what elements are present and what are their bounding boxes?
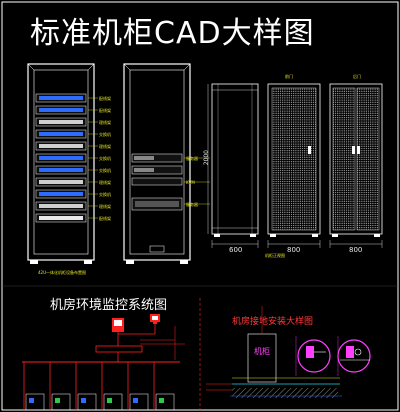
rack-rear-view xyxy=(123,63,210,264)
rack-unit-face xyxy=(39,120,83,124)
cabinet-front-door xyxy=(267,83,321,248)
rack-unit-face xyxy=(39,156,83,160)
monitor-node-box xyxy=(77,393,97,411)
monitoring-system-diagram xyxy=(22,314,185,411)
rack-unit-label: 配线架 xyxy=(99,216,111,221)
server-icon xyxy=(112,318,124,332)
rack-unit-face xyxy=(39,108,83,112)
rack-unit-label: 理线架 xyxy=(99,144,111,149)
rack-unit-label: 配线架 xyxy=(99,96,111,101)
sensor-icon xyxy=(107,398,112,403)
rack-unit-face xyxy=(39,132,83,136)
rack-unit-face xyxy=(39,180,83,184)
rack-unit-label: 交换机 xyxy=(99,168,111,173)
sensor-icon xyxy=(81,398,86,403)
cabinet-rear-door xyxy=(329,83,383,248)
monitor-node-box xyxy=(155,393,175,411)
front-door-caption: 前门 xyxy=(285,74,293,79)
computer-icon xyxy=(150,314,160,324)
rack-unit-face xyxy=(39,96,83,100)
rack-unit-label: 交换机 xyxy=(99,192,111,197)
floor-room-label: 机柜 xyxy=(254,347,270,356)
monitoring-title: 机房环境监控系统图 xyxy=(50,298,168,313)
elevation-caption: 机柜正视图 xyxy=(265,253,285,258)
monitor-branches xyxy=(23,362,175,411)
rack-unit-label: 交换机 xyxy=(99,156,111,161)
rack-unit-label: 交换机 xyxy=(99,132,111,137)
monitor-node-box xyxy=(25,393,45,411)
rack-unit-label: 理线架 xyxy=(99,120,111,125)
rear-unit-label: KVM xyxy=(186,180,195,185)
rack-front-view xyxy=(27,63,98,264)
cabinet-side-elevation xyxy=(207,83,259,248)
rack-unit-label: 理线架 xyxy=(99,204,111,209)
monitor-node-box xyxy=(51,393,71,411)
rack-layout-caption: 42U一体化机柜设备布置图 xyxy=(38,270,87,275)
grounding-detail xyxy=(206,306,371,398)
sensor-icon xyxy=(29,398,34,403)
rear-unit-label: 服务器 xyxy=(186,156,198,161)
rack-unit-face xyxy=(39,168,83,172)
ground-clamp-icon xyxy=(297,339,331,373)
front-width-dimension: 800 xyxy=(287,246,301,254)
drawing-title: 标准机柜CAD大样图 xyxy=(30,16,315,51)
sensor-icon xyxy=(55,398,60,403)
rear-door-caption: 后门 xyxy=(353,74,361,79)
sensor-icon xyxy=(159,398,164,403)
rack-leaders xyxy=(88,97,98,219)
rack-unit-label: 理线架 xyxy=(99,180,111,185)
rack-unit-face xyxy=(39,204,83,208)
rack-unit-face xyxy=(39,216,83,220)
side-depth-dimension: 600 xyxy=(229,246,243,254)
height-dimension: 2000 xyxy=(203,150,210,166)
grounding-title: 机房接地安装大样图 xyxy=(232,317,314,327)
rack-units xyxy=(35,93,87,223)
rear-unit-label: 服务器 xyxy=(186,202,198,207)
rack-unit-label: 配线架 xyxy=(99,108,111,113)
monitor-node-box xyxy=(129,393,149,411)
monitor-node-box xyxy=(103,393,123,411)
rack-unit-face xyxy=(39,192,83,196)
rear-width-dimension: 800 xyxy=(349,246,363,254)
sensor-icon xyxy=(133,398,138,403)
rack-unit-face xyxy=(39,144,83,148)
